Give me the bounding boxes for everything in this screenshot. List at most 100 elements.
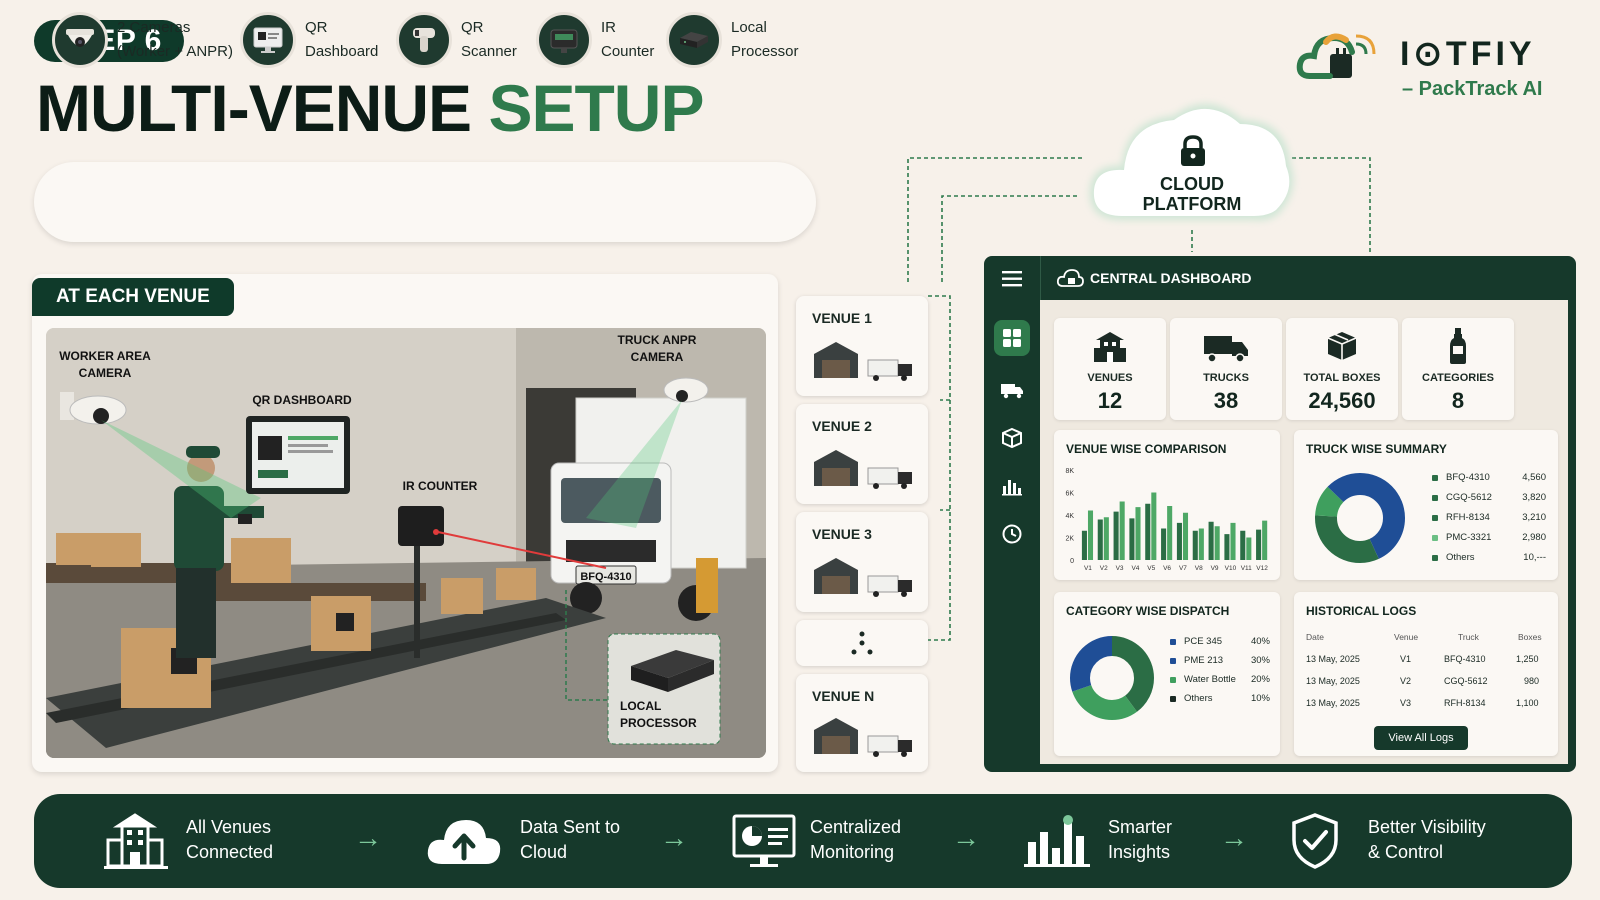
venue-card-2[interactable]: VENUE 2 bbox=[796, 404, 928, 504]
sidebar-chart-icon[interactable] bbox=[994, 468, 1030, 504]
component-label: 2 Cameras bbox=[117, 19, 191, 36]
component-label: IR bbox=[601, 19, 616, 36]
venue-card-3[interactable]: VENUE 3 bbox=[796, 512, 928, 612]
log-cell: 980 bbox=[1524, 676, 1540, 686]
venue-card-title: VENUE N bbox=[812, 688, 875, 704]
log-cell: 13 May, 2025 bbox=[1306, 654, 1360, 664]
components-strip bbox=[34, 162, 816, 242]
bar-V1-s2 bbox=[1087, 510, 1094, 560]
bar-V7-s2 bbox=[1182, 512, 1189, 560]
log-cell: RFH-8134 bbox=[1444, 698, 1486, 708]
view-all-logs-button[interactable]: View All Logs bbox=[1374, 726, 1468, 750]
log-header: Venue bbox=[1394, 632, 1419, 642]
log-cell: 1,100 bbox=[1516, 698, 1539, 708]
component-sublabel: (Worker + ANPR) bbox=[117, 43, 233, 60]
truck-plate: BFQ-4310 bbox=[580, 571, 631, 583]
component-label: QR bbox=[305, 19, 328, 36]
cloud-plug-logo-icon bbox=[1296, 33, 1376, 79]
ir-counter-icon bbox=[536, 12, 592, 68]
component-sublabel: Counter bbox=[601, 43, 655, 60]
log-cell: V3 bbox=[1400, 698, 1412, 708]
stat-total-boxes: TOTAL BOXES 24,560 bbox=[1286, 318, 1398, 420]
component-qr-dashboard: QR Dashboard bbox=[240, 10, 378, 70]
sidebar-history-icon[interactable] bbox=[994, 516, 1030, 552]
bar-V6-s2 bbox=[1167, 506, 1173, 560]
component-sublabel: Dashboard bbox=[305, 43, 379, 60]
arrow-right-icon: → bbox=[1220, 822, 1248, 853]
venue-card-more bbox=[796, 620, 928, 666]
bar-V7-s1 bbox=[1176, 522, 1182, 560]
stat-value: 38 bbox=[1213, 388, 1239, 413]
component-label: QR bbox=[461, 19, 484, 36]
brand-logo-text: I⊙TFIY bbox=[1400, 35, 1536, 73]
bar-V9-s1 bbox=[1208, 521, 1214, 560]
log-cell: CGQ-5612 bbox=[1444, 676, 1488, 686]
log-cell: V1 bbox=[1400, 654, 1412, 664]
box-icon bbox=[1327, 332, 1357, 360]
buildings-icon bbox=[104, 813, 168, 869]
venue-card-title: VENUE 1 bbox=[812, 310, 872, 326]
y-tick-label: 4K bbox=[1065, 513, 1074, 520]
x-tick-label: V9 bbox=[1211, 565, 1219, 572]
bar-V4-s1 bbox=[1129, 518, 1135, 560]
bar-V5-s2 bbox=[1151, 492, 1157, 560]
hamburger-menu-icon[interactable] bbox=[1002, 270, 1024, 288]
dashboard-title: CENTRAL DASHBOARD bbox=[1090, 270, 1252, 286]
stat-label: TOTAL BOXES bbox=[1303, 372, 1381, 384]
bottle-icon bbox=[1450, 328, 1466, 364]
truck-donut-chart bbox=[1315, 473, 1405, 563]
more-dots-icon bbox=[851, 631, 873, 655]
monitor-chart-icon bbox=[732, 814, 796, 867]
sidebar-truck-icon[interactable] bbox=[994, 372, 1030, 408]
truck-icon bbox=[1204, 336, 1248, 363]
y-tick-label: 2K bbox=[1065, 536, 1074, 543]
cloud-icon bbox=[1056, 269, 1084, 287]
venue-card-1[interactable]: VENUE 1 bbox=[796, 296, 928, 396]
category-donut-chart bbox=[1070, 636, 1154, 720]
x-tick-label: V1 bbox=[1084, 565, 1092, 572]
stat-value: 8 bbox=[1451, 388, 1465, 413]
y-tick-label: 0 bbox=[1070, 558, 1074, 565]
arrow-right-icon: → bbox=[354, 822, 382, 853]
bar-V11-s1 bbox=[1240, 530, 1246, 560]
x-tick-label: V12 bbox=[1256, 565, 1268, 572]
venue-card-title: VENUE 3 bbox=[812, 526, 872, 542]
dome-camera-icon bbox=[52, 12, 108, 68]
bar-V8-s1 bbox=[1192, 530, 1198, 560]
page-title: MULTI-VENUE SETUP bbox=[36, 70, 704, 146]
sidebar-box-icon[interactable] bbox=[994, 420, 1030, 456]
card-title: HISTORICAL LOGS bbox=[1306, 604, 1417, 618]
card-title: TRUCK WISE SUMMARY bbox=[1306, 442, 1447, 456]
venue-card-title: VENUE 2 bbox=[812, 418, 872, 434]
sidebar-dashboard-icon[interactable] bbox=[994, 320, 1030, 356]
lock-icon bbox=[1181, 135, 1205, 166]
stat-label: TRUCKS bbox=[1203, 372, 1249, 384]
venue-card-n[interactable]: VENUE N bbox=[796, 674, 928, 772]
shield-check-icon bbox=[1292, 813, 1338, 869]
x-tick-label: V7 bbox=[1179, 565, 1187, 572]
stat-label: VENUES bbox=[1087, 372, 1133, 384]
bar-V2-s2 bbox=[1103, 517, 1109, 560]
component-qr-scanner: QR Scanner bbox=[396, 10, 517, 70]
bar-V4-s2 bbox=[1135, 507, 1141, 560]
bar-V3-s2 bbox=[1119, 501, 1125, 560]
bar-V11-s2 bbox=[1246, 537, 1252, 560]
component-sublabel: Scanner bbox=[461, 43, 517, 60]
warehouse-truck-icon bbox=[814, 342, 912, 381]
bar-V2-s1 bbox=[1097, 519, 1103, 560]
